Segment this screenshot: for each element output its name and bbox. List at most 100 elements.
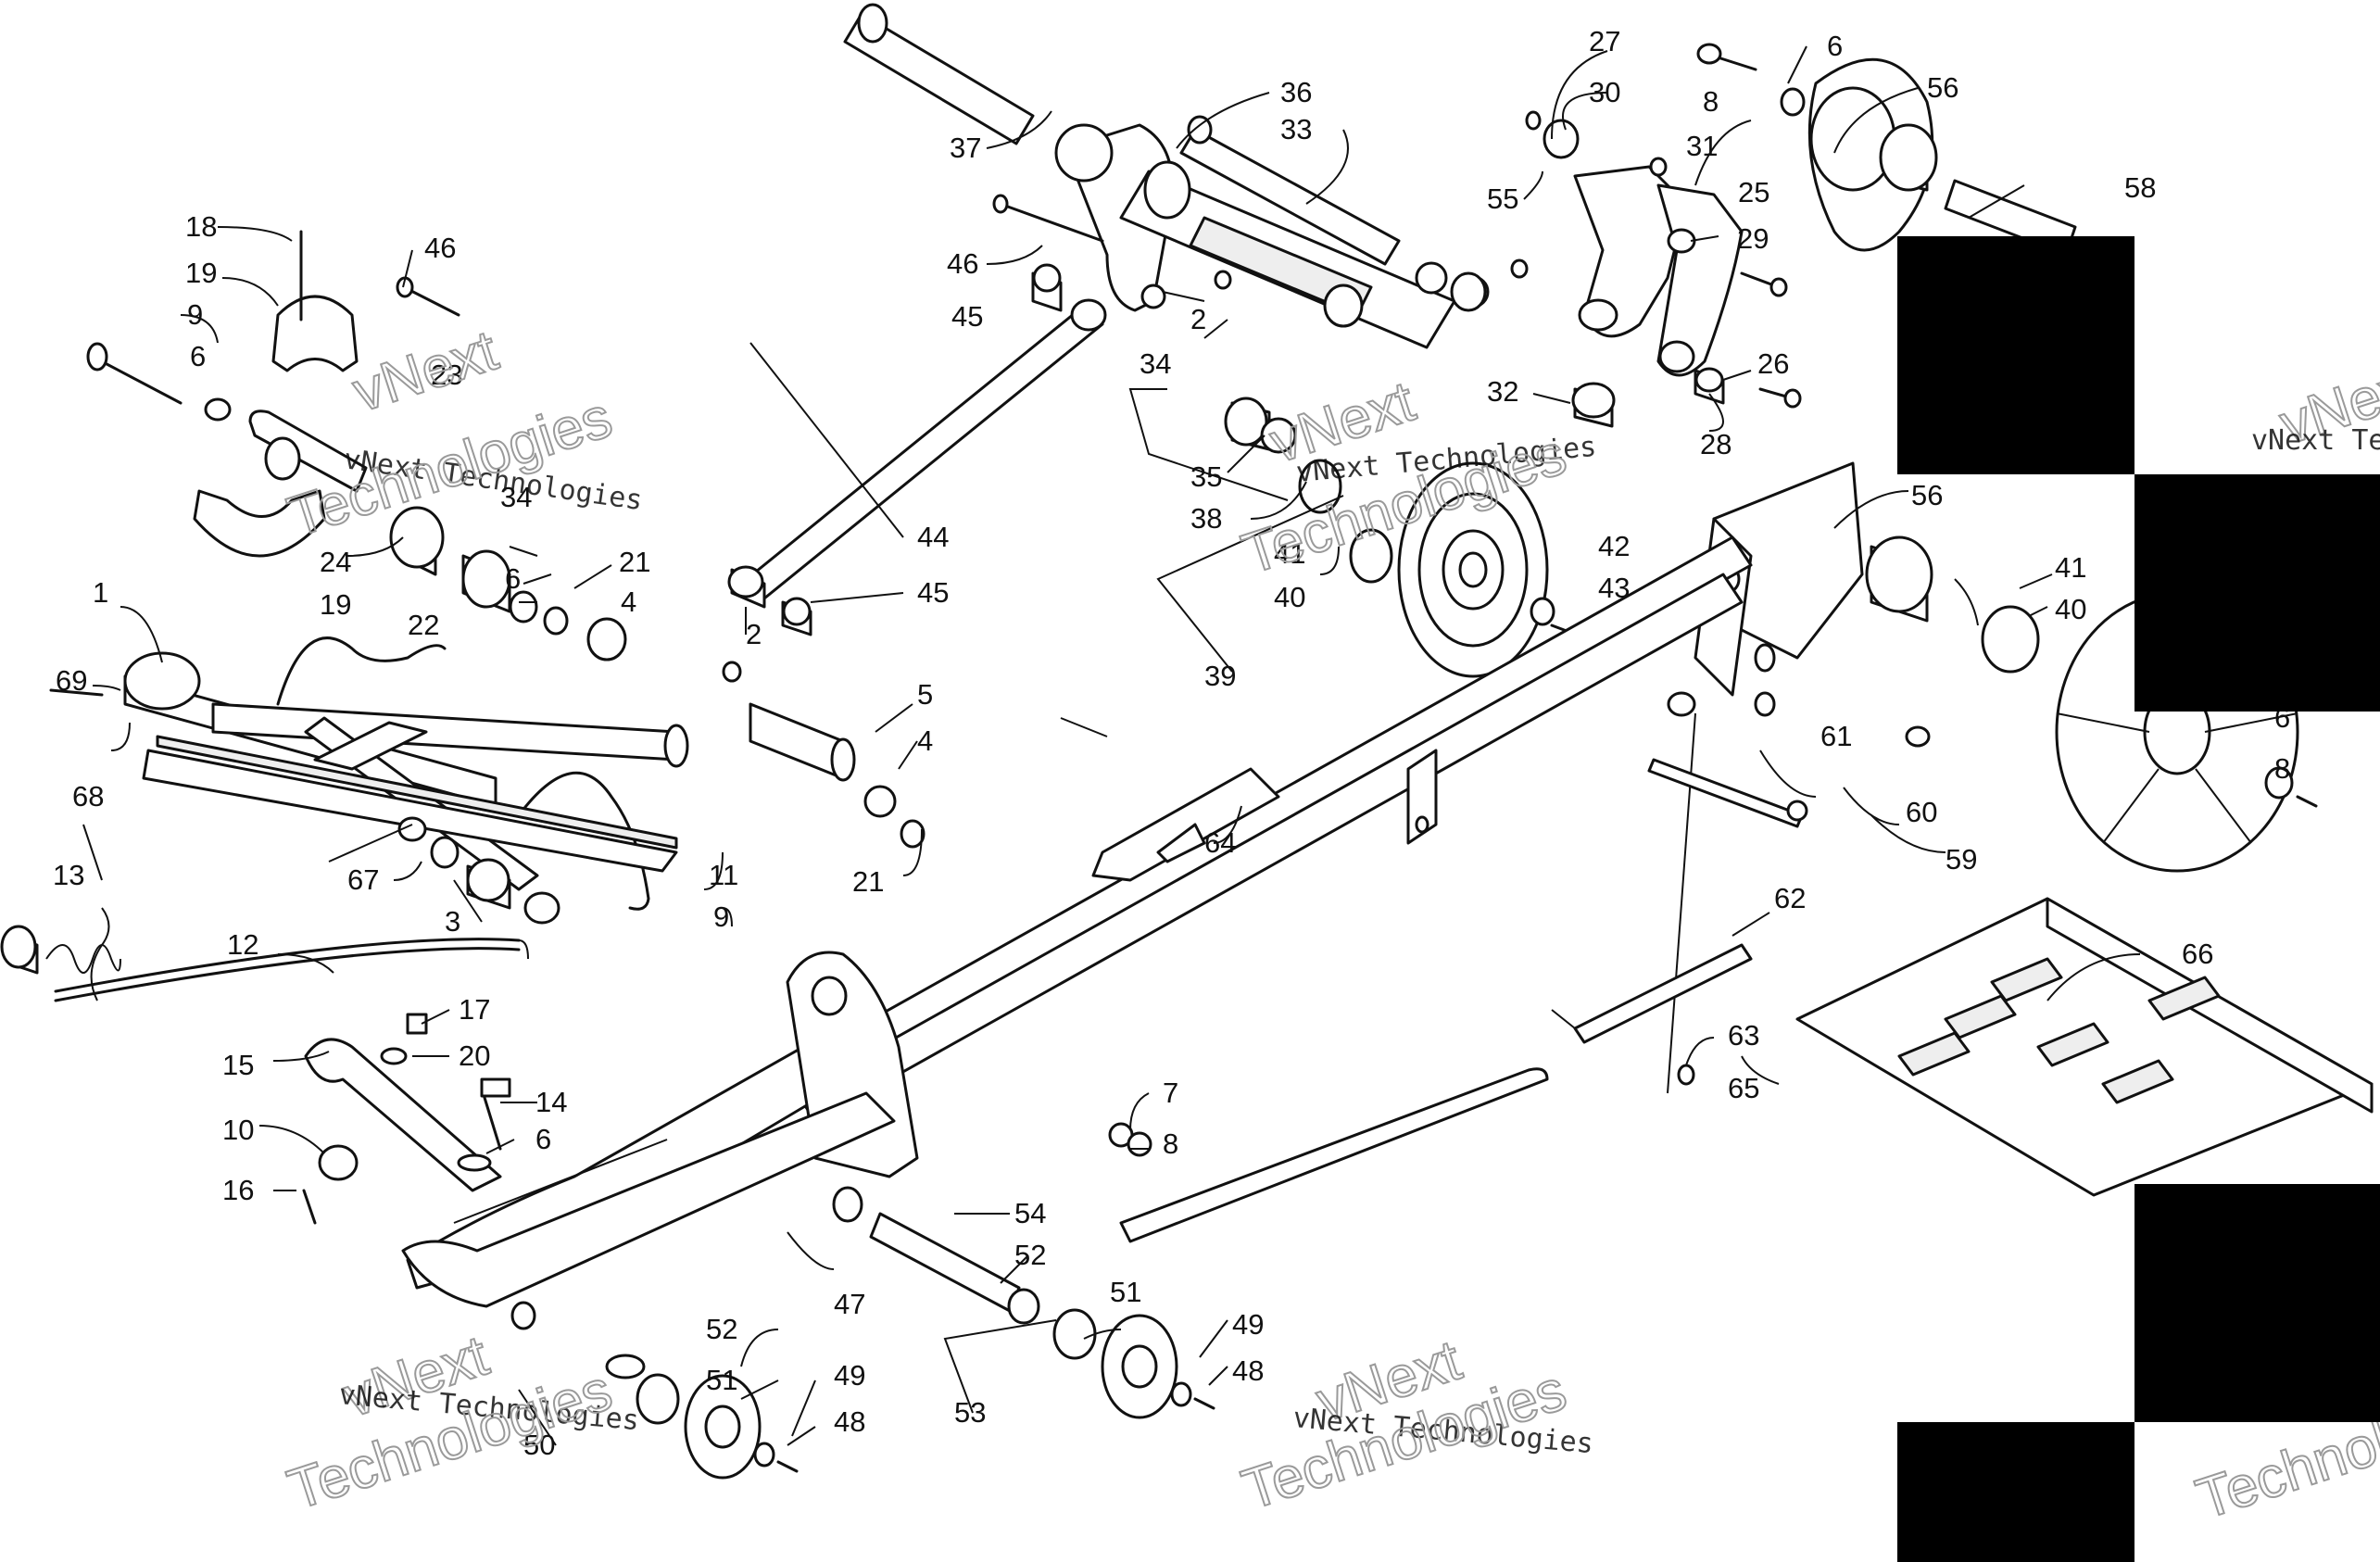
callout-18: 18 xyxy=(185,210,217,243)
callout-43: 43 xyxy=(1598,572,1630,604)
callout-65: 65 xyxy=(1728,1072,1759,1104)
callout-8: 8 xyxy=(1163,1127,1178,1160)
callout-40: 40 xyxy=(1274,581,1305,613)
callout-67: 67 xyxy=(347,863,379,896)
callout-14: 14 xyxy=(535,1086,567,1118)
callout-49: 49 xyxy=(1232,1308,1264,1341)
callout-10: 10 xyxy=(222,1114,254,1146)
callout-6: 6 xyxy=(505,562,521,595)
watermark-vnext-1: vNext xyxy=(346,319,505,425)
front-arm-bracket-assembly xyxy=(86,230,627,661)
callout-52: 52 xyxy=(1014,1239,1046,1271)
callout-23: 23 xyxy=(431,359,462,391)
callout-27: 27 xyxy=(1589,25,1620,57)
callout-55: 55 xyxy=(1487,183,1518,215)
callout-69: 69 xyxy=(56,664,87,697)
callout-8: 8 xyxy=(2274,752,2290,785)
leader-lines xyxy=(82,45,2141,1446)
callout-17: 17 xyxy=(459,993,490,1026)
callout-22: 22 xyxy=(408,609,439,641)
callout-56: 56 xyxy=(1911,479,1943,511)
callout-56: 56 xyxy=(1927,71,1958,104)
front-arm-assembly xyxy=(49,636,926,925)
callout-12: 12 xyxy=(227,928,258,961)
rear-arm-assembly xyxy=(722,3,1490,683)
callout-21: 21 xyxy=(852,865,884,898)
callout-1: 1 xyxy=(93,576,108,609)
callout-40: 40 xyxy=(2055,593,2086,625)
callout-11: 11 xyxy=(709,859,738,891)
callout-5: 5 xyxy=(917,678,933,711)
callout-58: 58 xyxy=(2124,171,2156,204)
callout-7: 7 xyxy=(1163,1077,1178,1109)
callout-60: 60 xyxy=(1906,796,1937,828)
callout-2: 2 xyxy=(746,618,762,650)
callout-49: 49 xyxy=(834,1359,865,1392)
callout-51: 51 xyxy=(1110,1276,1141,1308)
callout-32: 32 xyxy=(1487,375,1518,408)
upper-rear-wheel-and-shaft xyxy=(1696,43,2077,257)
callout-26: 26 xyxy=(1757,347,1789,380)
callout-9: 9 xyxy=(187,298,203,331)
callout-46: 46 xyxy=(424,232,456,264)
callout-37: 37 xyxy=(950,132,981,164)
callout-45: 45 xyxy=(951,300,983,333)
callout-50: 50 xyxy=(523,1429,555,1461)
callout-45: 45 xyxy=(917,576,949,609)
redaction-block xyxy=(2134,474,2380,712)
callout-44: 44 xyxy=(917,521,949,553)
redaction-blocks xyxy=(1897,236,2380,1562)
redaction-block xyxy=(1897,1422,2134,1562)
callout-numbers: 27 6 56 30 8 36 33 37 31 25 58 18 46 55 … xyxy=(53,25,2290,1461)
callout-61: 61 xyxy=(1820,720,1852,752)
callout-19: 19 xyxy=(320,588,351,621)
callout-21: 21 xyxy=(619,546,650,578)
callout-63: 63 xyxy=(1728,1019,1759,1052)
upper-right-link-assembly xyxy=(1450,110,1802,428)
callout-64: 64 xyxy=(1204,826,1236,859)
lower-arm-and-idler-wheels xyxy=(401,1091,1215,1480)
callout-34: 34 xyxy=(1140,347,1171,380)
callout-51: 51 xyxy=(706,1364,737,1396)
callout-48: 48 xyxy=(1232,1354,1264,1387)
small-hardware-lower-left xyxy=(302,1013,511,1225)
callout-24: 24 xyxy=(320,546,351,578)
callout-35: 35 xyxy=(1190,460,1222,493)
callout-29: 29 xyxy=(1737,222,1769,255)
callout-15: 15 xyxy=(222,1049,254,1081)
callout-31: 31 xyxy=(1686,130,1718,162)
callout-4: 4 xyxy=(917,724,933,757)
callout-16: 16 xyxy=(222,1174,254,1206)
callout-2: 2 xyxy=(1190,303,1206,335)
callout-41: 41 xyxy=(1274,537,1305,570)
callout-33: 33 xyxy=(1280,113,1312,145)
callout-66: 66 xyxy=(2182,938,2213,970)
callout-41: 41 xyxy=(2055,551,2086,584)
callout-13: 13 xyxy=(53,859,84,891)
callout-30: 30 xyxy=(1589,76,1620,108)
watermark-vnext-technologies-3: vNext Technologies xyxy=(2251,424,2380,457)
callout-9: 9 xyxy=(713,901,729,933)
callout-36: 36 xyxy=(1280,76,1312,108)
callout-8: 8 xyxy=(1703,85,1719,118)
torsion-spring-assembly xyxy=(0,907,529,1002)
idler-wheel-group-39 xyxy=(1224,397,1591,678)
redaction-block xyxy=(2134,1184,2380,1422)
callout-6: 6 xyxy=(190,340,206,372)
callout-6: 6 xyxy=(535,1123,551,1155)
callout-52: 52 xyxy=(706,1313,737,1345)
track-clip-plate xyxy=(1795,897,2374,1197)
callout-6: 6 xyxy=(1827,30,1843,62)
callout-68: 68 xyxy=(72,780,104,812)
callout-47: 47 xyxy=(834,1288,865,1320)
callout-46: 46 xyxy=(947,247,978,280)
callout-20: 20 xyxy=(459,1039,490,1072)
callout-4: 4 xyxy=(621,586,636,618)
callout-19: 19 xyxy=(185,257,217,289)
callout-3: 3 xyxy=(445,905,460,938)
callout-53: 53 xyxy=(954,1396,986,1429)
callout-54: 54 xyxy=(1014,1197,1046,1229)
callout-42: 42 xyxy=(1598,530,1630,562)
callout-38: 38 xyxy=(1190,502,1222,535)
